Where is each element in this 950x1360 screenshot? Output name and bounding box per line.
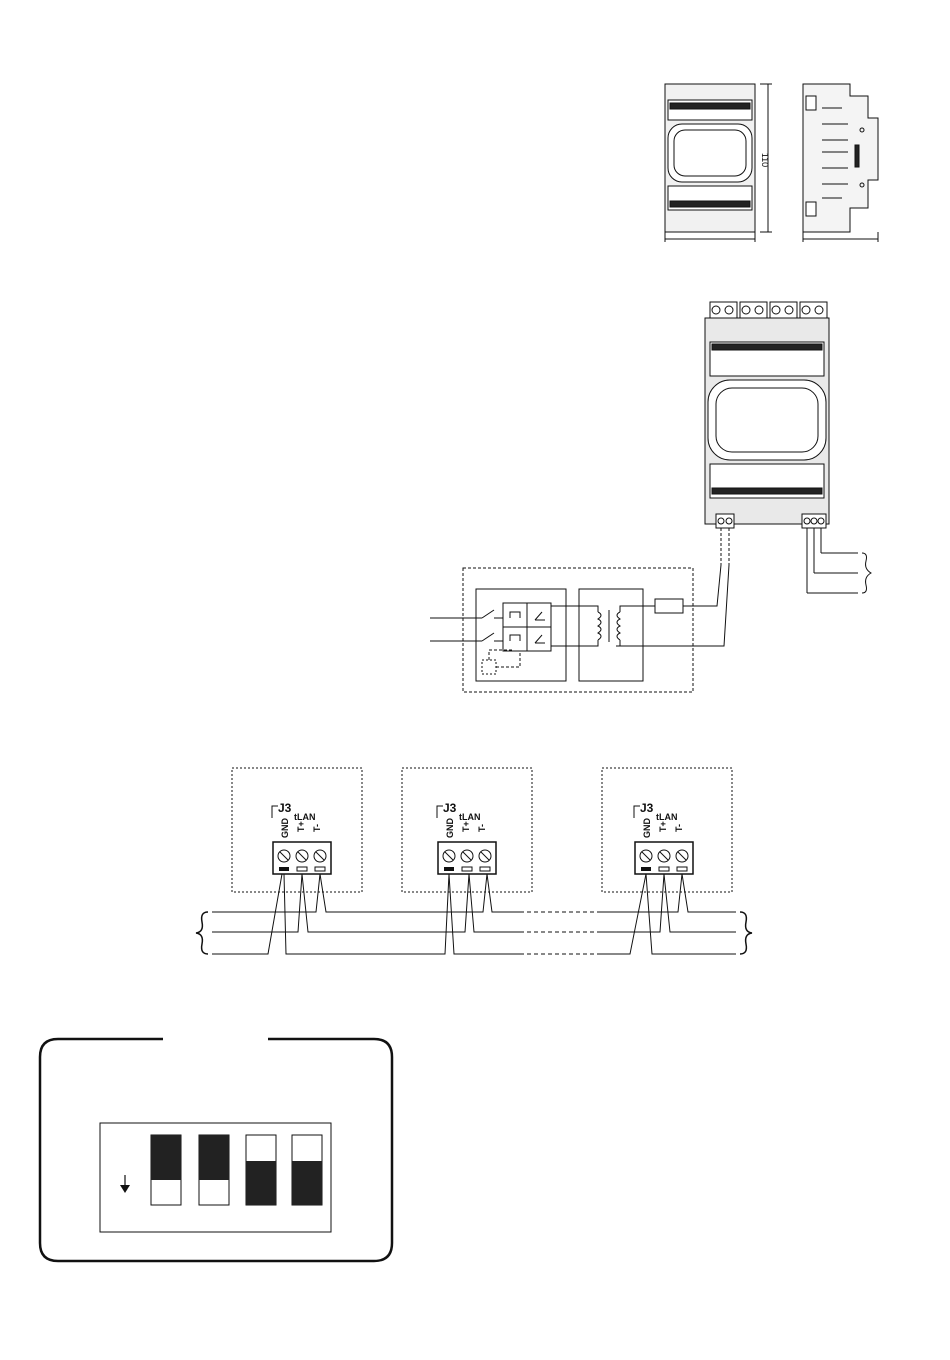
connector-label: J3 <box>640 801 654 815</box>
power-supply-wiring <box>616 528 871 646</box>
dip-switch-3[interactable] <box>246 1135 276 1205</box>
connector-label: J3 <box>443 801 457 815</box>
bus-label: tLAN <box>459 812 481 822</box>
height-dimension-label: 110 <box>760 153 770 167</box>
dip-switch-panel <box>40 1039 392 1261</box>
tlan-network: J3 tLAN GND T+ T- J3 tLAN GND T+ T- <box>196 768 752 954</box>
pin-label-t-plus: T+ <box>461 821 471 832</box>
pin-label-t-minus: T- <box>312 824 322 832</box>
pin-label-gnd: GND <box>280 818 290 839</box>
tlan-module-3: J3 tLAN GND T+ T- <box>602 768 732 892</box>
pin-label-gnd: GND <box>642 818 652 839</box>
tlan-module-2: J3 tLAN GND T+ T- <box>402 768 532 892</box>
pin-label-t-minus: T- <box>674 824 684 832</box>
pin-label-t-plus: T+ <box>658 821 668 832</box>
tlan-bus-cable <box>196 874 752 954</box>
pin-label-t-plus: T+ <box>296 821 306 832</box>
bus-label: tLAN <box>656 812 678 822</box>
connector-label: J3 <box>278 801 292 815</box>
dip-switch-4[interactable] <box>292 1135 322 1205</box>
dip-switch-1[interactable] <box>151 1135 181 1205</box>
side-view-drawing <box>803 84 878 242</box>
pin-label-gnd: GND <box>445 818 455 839</box>
tlan-module-1: J3 tLAN GND T+ T- <box>232 768 362 892</box>
front-view-drawing <box>665 84 772 242</box>
dip-switch-2[interactable] <box>199 1135 229 1205</box>
controller-module-drawing <box>705 302 829 528</box>
bus-label: tLAN <box>294 812 316 822</box>
pin-label-t-minus: T- <box>477 824 487 832</box>
transformer-enclosure <box>430 568 693 692</box>
